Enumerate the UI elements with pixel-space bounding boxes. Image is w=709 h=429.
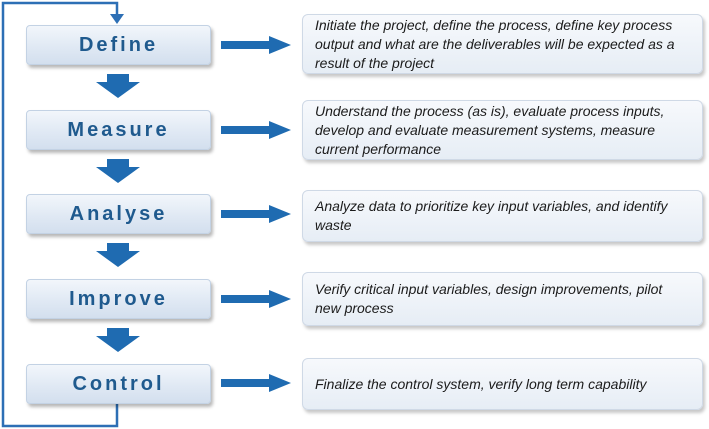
down-arrow-icon — [96, 74, 140, 98]
description-box-improve: Verify critical input variables, design … — [302, 272, 703, 326]
right-arrow-icon — [221, 374, 291, 392]
right-arrow-icon — [221, 290, 291, 308]
right-arrow-icon — [221, 121, 291, 139]
phase-box-define: Define — [26, 25, 211, 65]
description-text: Verify critical input variables, design … — [315, 281, 663, 316]
phase-label: Define — [78, 33, 159, 56]
phase-box-measure: Measure — [26, 110, 211, 150]
description-box-control: Finalize the control system, verify long… — [302, 358, 703, 410]
right-arrow-icon — [221, 36, 291, 54]
phase-box-control: Control — [26, 364, 211, 404]
description-text: Understand the process (as is), evaluate… — [315, 102, 665, 157]
right-arrow-icon — [221, 205, 291, 223]
phase-box-analyse: Analyse — [26, 194, 211, 234]
description-text: Finalize the control system, verify long… — [315, 375, 647, 392]
phase-label: Measure — [67, 118, 170, 141]
phase-label: Analyse — [69, 202, 168, 225]
description-box-define: Initiate the project, define the process… — [302, 14, 703, 74]
description-text: Analyze data to prioritize key input var… — [315, 198, 668, 233]
phase-label: Control — [72, 372, 165, 395]
down-arrow-icon — [96, 159, 140, 183]
phase-box-improve: Improve — [26, 279, 211, 319]
description-box-measure: Understand the process (as is), evaluate… — [302, 100, 703, 160]
down-arrow-icon — [96, 243, 140, 267]
description-text: Initiate the project, define the process… — [315, 16, 675, 71]
down-arrow-icon — [96, 328, 140, 352]
phase-label: Improve — [69, 287, 168, 310]
description-box-analyse: Analyze data to prioritize key input var… — [302, 190, 703, 242]
